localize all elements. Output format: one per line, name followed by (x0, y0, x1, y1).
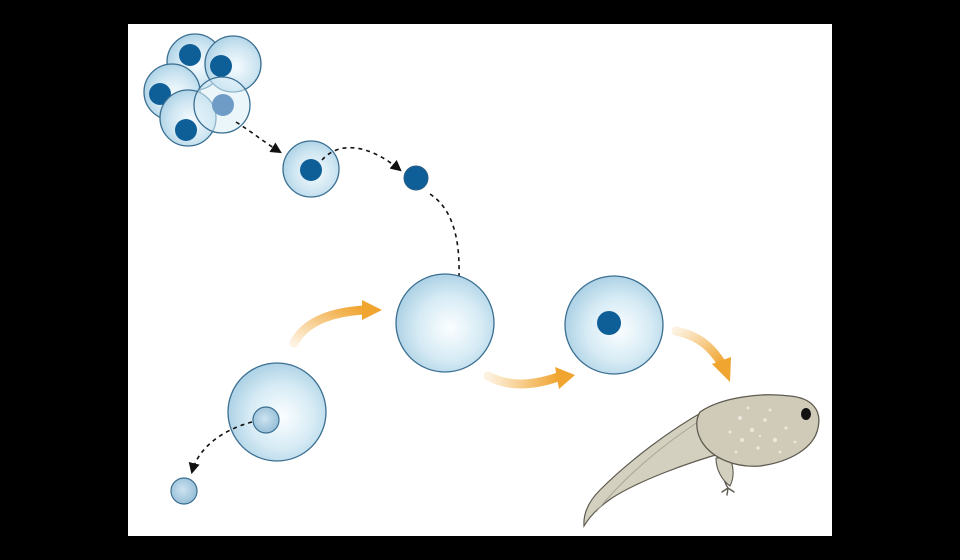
process-arrow (289, 300, 382, 348)
injection-arrow (429, 193, 463, 315)
nucleus-icon (300, 159, 322, 181)
removal-arrow (188, 421, 253, 475)
recipient-egg (227, 362, 327, 462)
egg-with-donor-nucleus (564, 275, 664, 375)
removed-egg-nucleus (170, 477, 198, 505)
nucleus-icon (212, 94, 234, 116)
nucleus-icon (179, 44, 201, 66)
nucleus-icon (175, 119, 197, 141)
enucleated-egg (395, 273, 495, 373)
egg-nucleus-icon (252, 406, 280, 434)
process-arrow (671, 326, 731, 382)
tadpole-icon (583, 394, 820, 528)
nucleus-icon (597, 311, 621, 335)
nucleus-icon (210, 55, 232, 77)
isolated-donor-cell (282, 140, 340, 198)
transfer-arrow (235, 121, 282, 154)
extracted-nucleus (403, 165, 429, 191)
process-arrow (483, 367, 575, 389)
nucleus-icon (149, 83, 171, 105)
donor-cell-cluster (143, 33, 262, 147)
